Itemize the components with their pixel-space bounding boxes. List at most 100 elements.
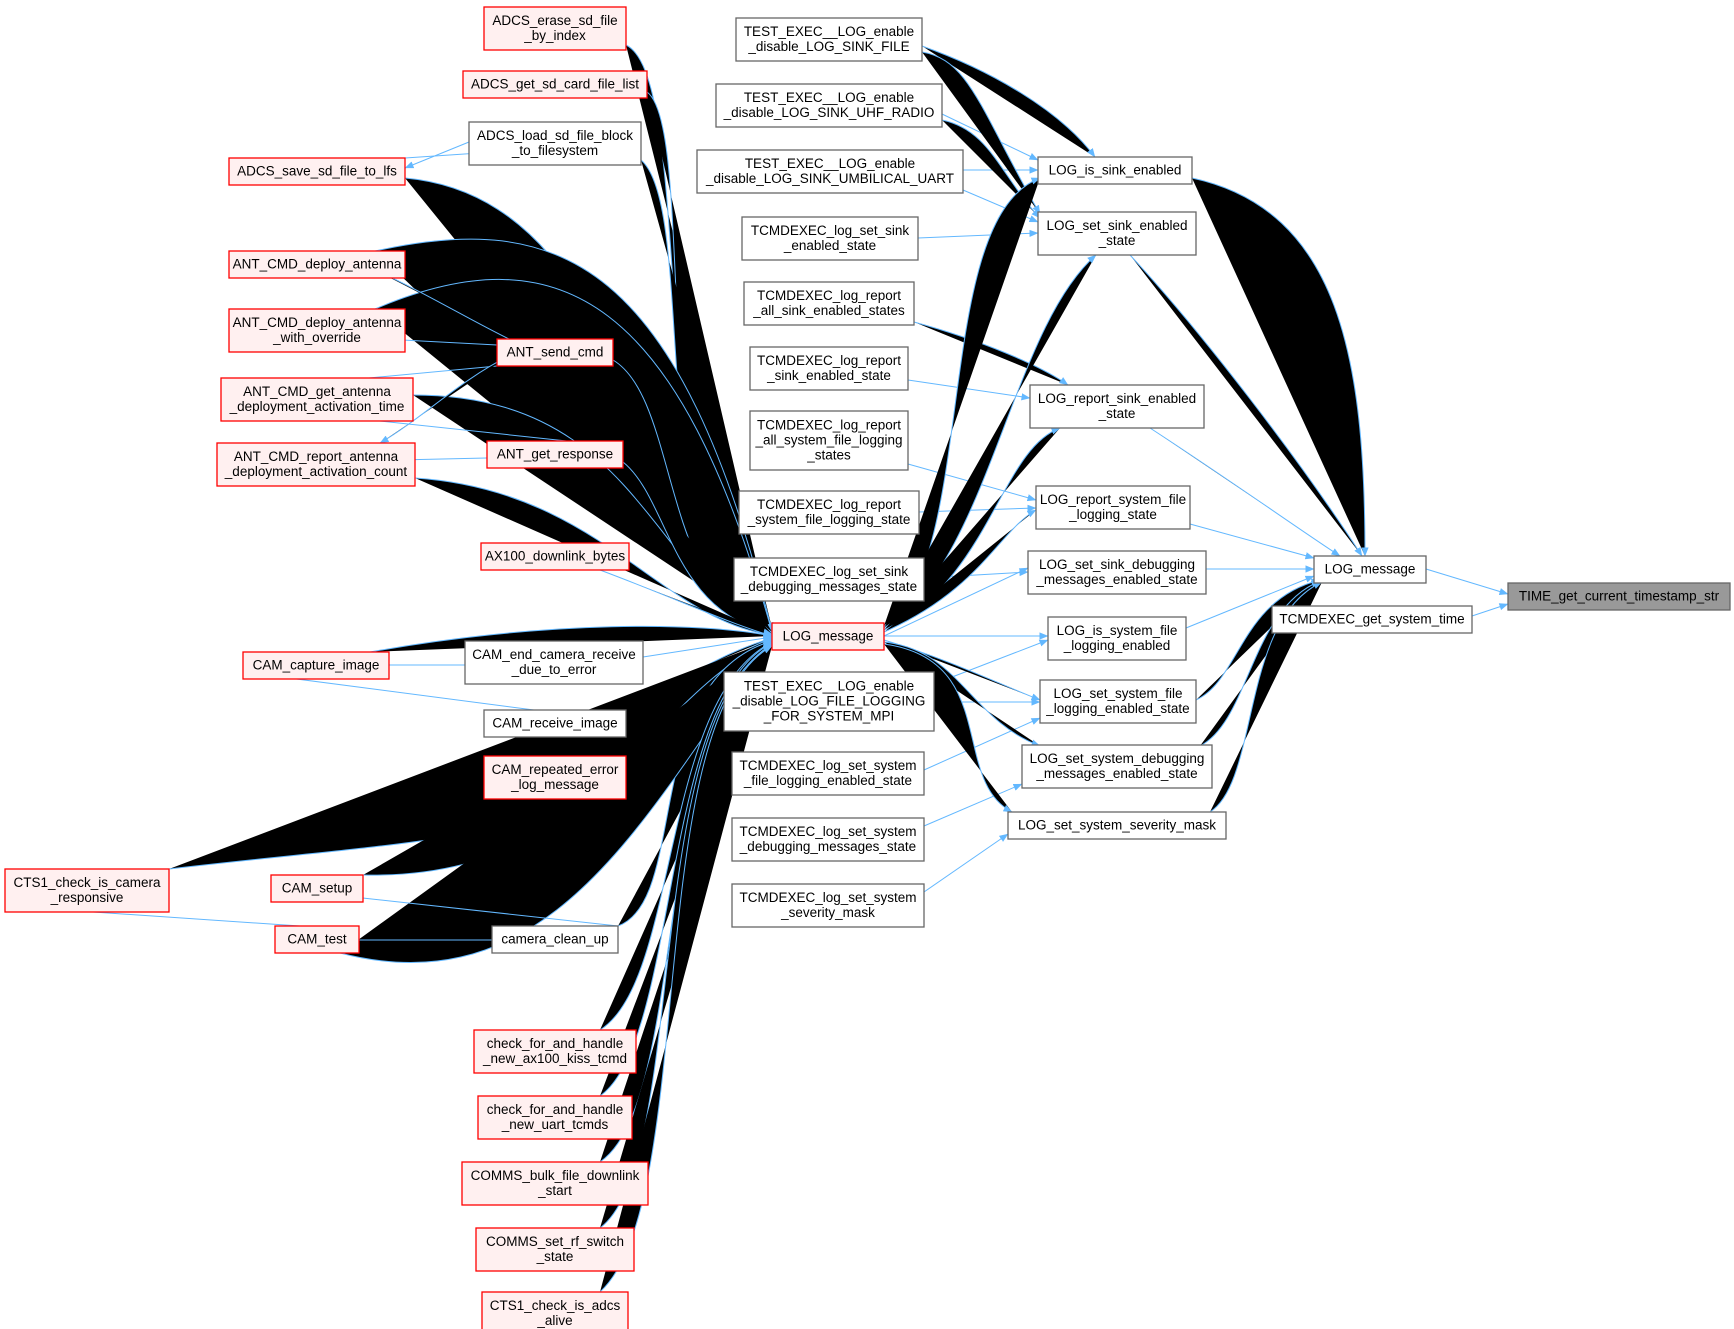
- node-box[interactable]: [723, 671, 935, 732]
- node-box[interactable]: [486, 440, 624, 469]
- node-box[interactable]: [228, 308, 406, 353]
- node-box[interactable]: [483, 755, 627, 800]
- node-te-umb[interactable]: TEST_EXEC__LOG_enable_disable_LOG_SINK_U…: [696, 149, 964, 194]
- node-ant-send[interactable]: ANT_send_cmd: [496, 338, 614, 367]
- node-ant-deploy-ov[interactable]: ANT_CMD_deploy_antenna_with_override: [228, 308, 406, 353]
- node-ant-get-time[interactable]: ANT_CMD_get_antenna_deployment_activatio…: [220, 377, 414, 422]
- node-adcs-save[interactable]: ADCS_save_sd_file_to_lfs: [228, 157, 406, 186]
- node-box[interactable]: [242, 651, 390, 680]
- node-box[interactable]: [1271, 605, 1473, 634]
- node-cam-capture[interactable]: CAM_capture_image: [242, 651, 390, 680]
- node-box[interactable]: [270, 874, 364, 903]
- node-box[interactable]: [228, 250, 406, 279]
- node-logmsg-c[interactable]: LOG_message: [771, 622, 885, 651]
- node-tc-repsys[interactable]: TCMDEXEC_log_report_system_file_logging_…: [738, 490, 920, 535]
- node-set-dbg[interactable]: LOG_set_sink_debugging_messages_enabled_…: [1027, 550, 1207, 595]
- node-rep-sys[interactable]: LOG_report_system_file_logging_state: [1035, 485, 1191, 530]
- node-tc-setdbg[interactable]: TCMDEXEC_log_set_sink_debugging_messages…: [733, 557, 925, 602]
- node-cam-end[interactable]: CAM_end_camera_receive_due_to_error: [464, 640, 644, 685]
- node-box[interactable]: [1313, 555, 1427, 584]
- node-box[interactable]: [481, 1291, 629, 1329]
- node-cts1-cam[interactable]: CTS1_check_is_camera_responsive: [4, 868, 170, 913]
- node-ant-resp[interactable]: ANT_get_response: [486, 440, 624, 469]
- node-box[interactable]: [461, 1161, 649, 1206]
- node-box[interactable]: [743, 281, 915, 326]
- node-box[interactable]: [1027, 550, 1207, 595]
- node-logmsg-r[interactable]: LOG_message: [1313, 555, 1427, 584]
- node-box[interactable]: [483, 709, 627, 738]
- node-adcs-erase[interactable]: ADCS_erase_sd_file_by_index: [483, 6, 627, 51]
- node-box[interactable]: [1037, 211, 1197, 256]
- node-time[interactable]: TIME_get_current_timestamp_str: [1507, 582, 1731, 611]
- node-chk-uart[interactable]: check_for_and_handle_new_uart_tcmds: [477, 1095, 633, 1140]
- node-tc-setsysdbg[interactable]: TCMDEXEC_log_set_system_debugging_messag…: [731, 817, 925, 862]
- node-box[interactable]: [696, 149, 964, 194]
- node-is-sink[interactable]: LOG_is_sink_enabled: [1037, 156, 1193, 185]
- node-te-file[interactable]: TEST_EXEC__LOG_enable_disable_LOG_SINK_F…: [735, 17, 923, 62]
- node-box[interactable]: [480, 542, 630, 571]
- node-box[interactable]: [220, 377, 414, 422]
- node-box[interactable]: [771, 622, 885, 651]
- node-box[interactable]: [464, 640, 644, 685]
- node-tc-setsev[interactable]: TCMDEXEC_log_set_system_severity_mask: [731, 883, 925, 928]
- node-box[interactable]: [1507, 582, 1731, 611]
- node-box[interactable]: [4, 868, 170, 913]
- node-ant-deploy[interactable]: ANT_CMD_deploy_antenna: [228, 250, 406, 279]
- node-box[interactable]: [738, 490, 920, 535]
- node-adcs-list[interactable]: ADCS_get_sd_card_file_list: [462, 70, 648, 99]
- node-rep-sink[interactable]: LOG_report_sink_enabled_state: [1029, 384, 1205, 429]
- node-cam-setup[interactable]: CAM_setup: [270, 874, 364, 903]
- node-box[interactable]: [473, 1029, 637, 1074]
- node-box[interactable]: [477, 1095, 633, 1140]
- node-box[interactable]: [733, 557, 925, 602]
- node-box[interactable]: [1035, 485, 1191, 530]
- node-set-sysfile[interactable]: LOG_set_system_file_logging_enabled_stat…: [1039, 679, 1197, 724]
- node-te-mpi[interactable]: TEST_EXEC__LOG_enable_disable_LOG_FILE_L…: [723, 671, 935, 732]
- node-ax100[interactable]: AX100_downlink_bytes: [480, 542, 630, 571]
- node-box[interactable]: [1021, 744, 1213, 789]
- node-box[interactable]: [731, 817, 925, 862]
- node-comms-bulk[interactable]: COMMS_bulk_file_downlink_start: [461, 1161, 649, 1206]
- node-te-uhf[interactable]: TEST_EXEC__LOG_enable_disable_LOG_SINK_U…: [715, 83, 943, 128]
- node-adcs-load[interactable]: ADCS_load_sd_file_block_to_filesystem: [468, 121, 642, 166]
- node-box[interactable]: [475, 1227, 635, 1272]
- node-box[interactable]: [483, 6, 627, 51]
- node-cam-test[interactable]: CAM_test: [274, 925, 360, 954]
- node-box[interactable]: [491, 925, 619, 954]
- node-set-sev[interactable]: LOG_set_system_severity_mask: [1007, 811, 1227, 840]
- node-box[interactable]: [216, 442, 416, 487]
- node-box[interactable]: [1047, 616, 1187, 661]
- node-box[interactable]: [274, 925, 360, 954]
- node-box[interactable]: [715, 83, 943, 128]
- node-box[interactable]: [1007, 811, 1227, 840]
- node-box[interactable]: [741, 216, 919, 261]
- node-set-sink[interactable]: LOG_set_sink_enabled_state: [1037, 211, 1197, 256]
- node-cam-clean[interactable]: camera_clean_up: [491, 925, 619, 954]
- node-box[interactable]: [462, 70, 648, 99]
- node-tc-setsink[interactable]: TCMDEXEC_log_set_sink_enabled_state: [741, 216, 919, 261]
- node-tc-repall[interactable]: TCMDEXEC_log_report_all_sink_enabled_sta…: [743, 281, 915, 326]
- node-tc-repsink[interactable]: TCMDEXEC_log_report_sink_enabled_state: [749, 346, 909, 391]
- node-box[interactable]: [1029, 384, 1205, 429]
- node-box[interactable]: [468, 121, 642, 166]
- node-tc-repallsys[interactable]: TCMDEXEC_log_report_all_system_file_logg…: [749, 410, 909, 471]
- node-box[interactable]: [731, 883, 925, 928]
- node-box[interactable]: [496, 338, 614, 367]
- node-box[interactable]: [749, 346, 909, 391]
- node-tcmd-time[interactable]: TCMDEXEC_get_system_time: [1271, 605, 1473, 634]
- node-box[interactable]: [749, 410, 909, 471]
- node-chk-ax100[interactable]: check_for_and_handle_new_ax100_kiss_tcmd: [473, 1029, 637, 1074]
- node-cam-rep-err[interactable]: CAM_repeated_error_log_message: [483, 755, 627, 800]
- node-ant-rep-count[interactable]: ANT_CMD_report_antenna_deployment_activa…: [216, 442, 416, 487]
- node-box[interactable]: [1037, 156, 1193, 185]
- node-tc-setsysfile[interactable]: TCMDEXEC_log_set_system_file_logging_ena…: [731, 751, 925, 796]
- node-comms-rf[interactable]: COMMS_set_rf_switch_state: [475, 1227, 635, 1272]
- node-box[interactable]: [731, 751, 925, 796]
- node-set-sysdbg[interactable]: LOG_set_system_debugging_messages_enable…: [1021, 744, 1213, 789]
- node-cts1-adcs[interactable]: CTS1_check_is_adcs_alive: [481, 1291, 629, 1329]
- node-box[interactable]: [735, 17, 923, 62]
- node-cam-recv[interactable]: CAM_receive_image: [483, 709, 627, 738]
- node-is-sysfile[interactable]: LOG_is_system_file_logging_enabled: [1047, 616, 1187, 661]
- node-box[interactable]: [1039, 679, 1197, 724]
- node-box[interactable]: [228, 157, 406, 186]
